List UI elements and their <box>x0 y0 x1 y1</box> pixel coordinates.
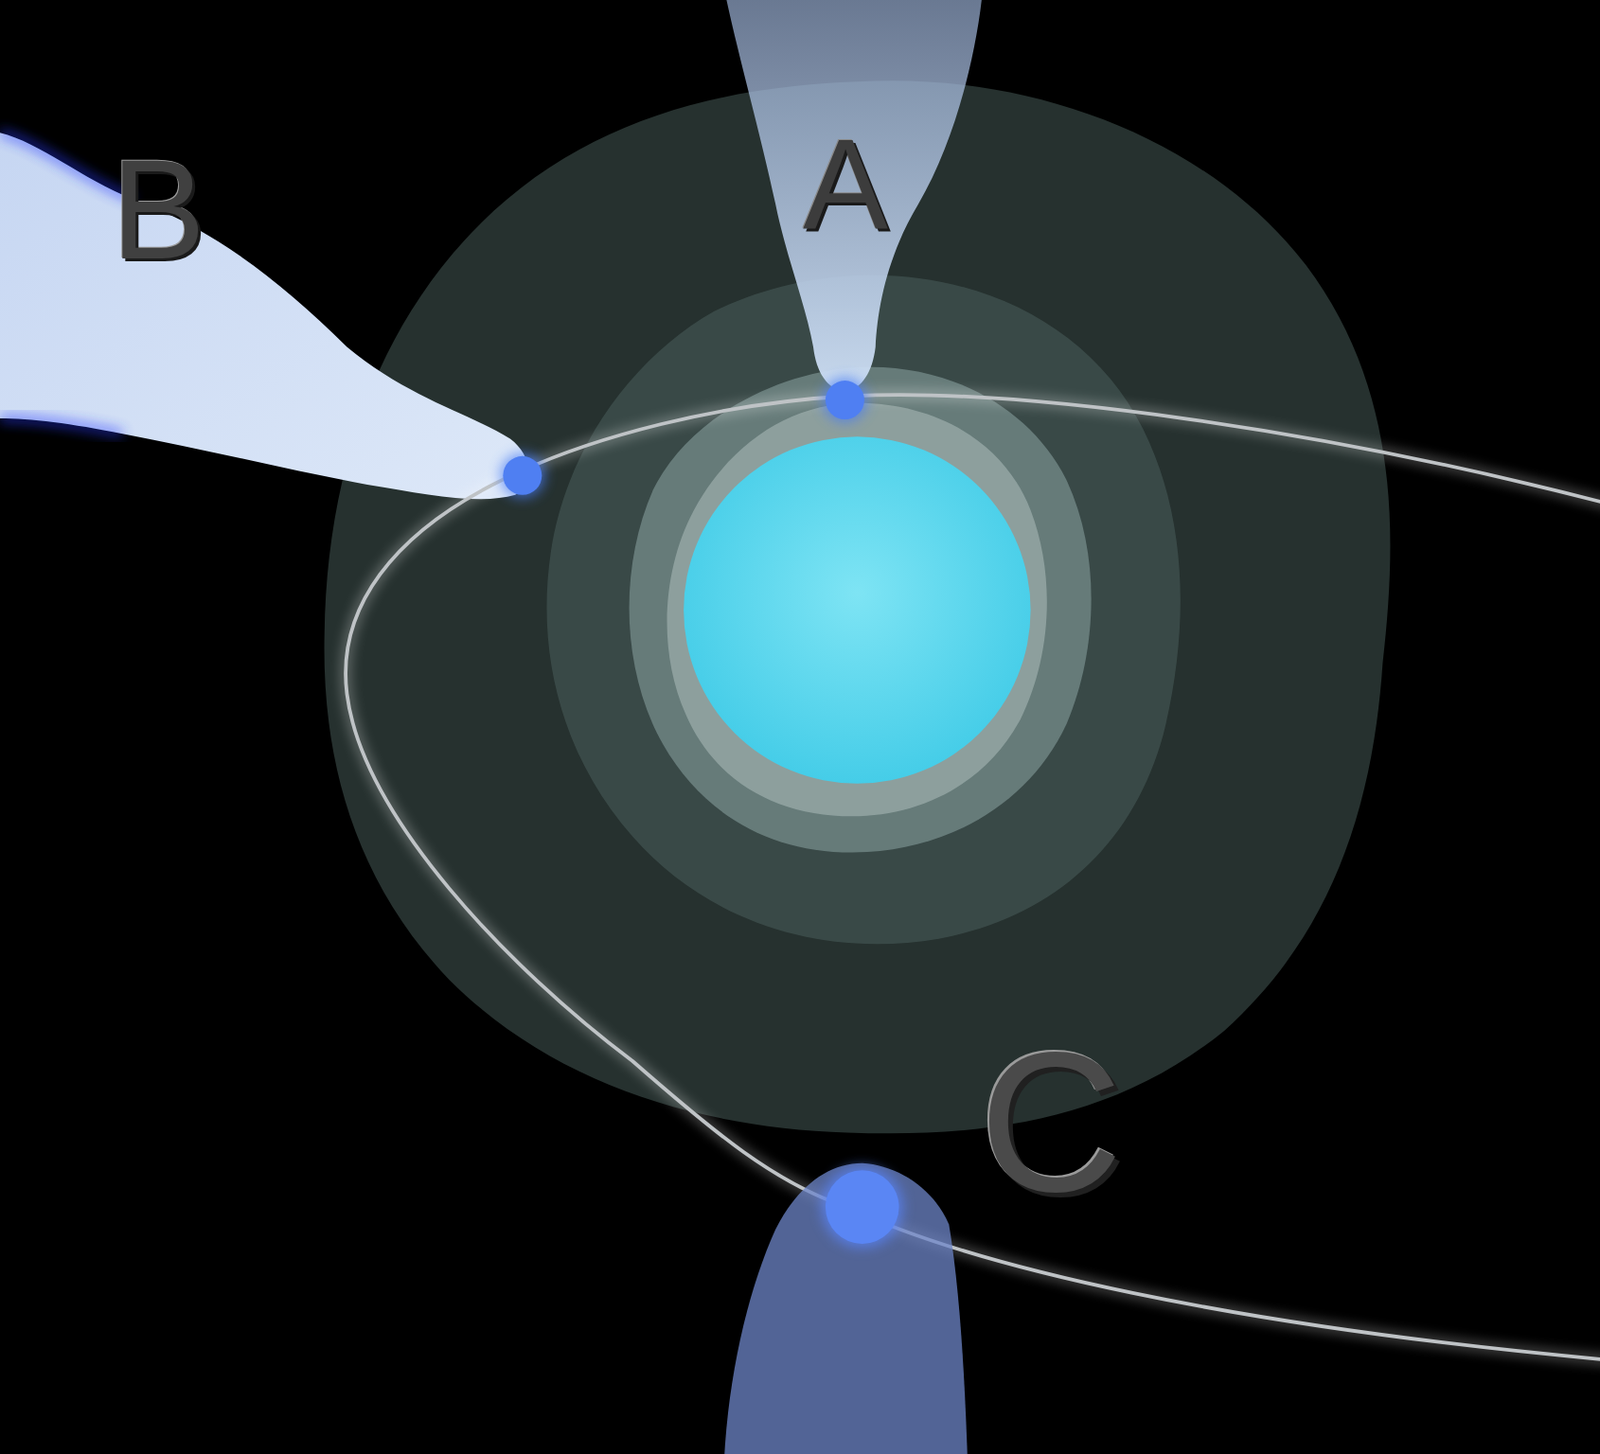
point-letter: A <box>802 120 889 249</box>
point-letter: C <box>978 1023 1123 1223</box>
point-letter: B <box>110 138 206 281</box>
